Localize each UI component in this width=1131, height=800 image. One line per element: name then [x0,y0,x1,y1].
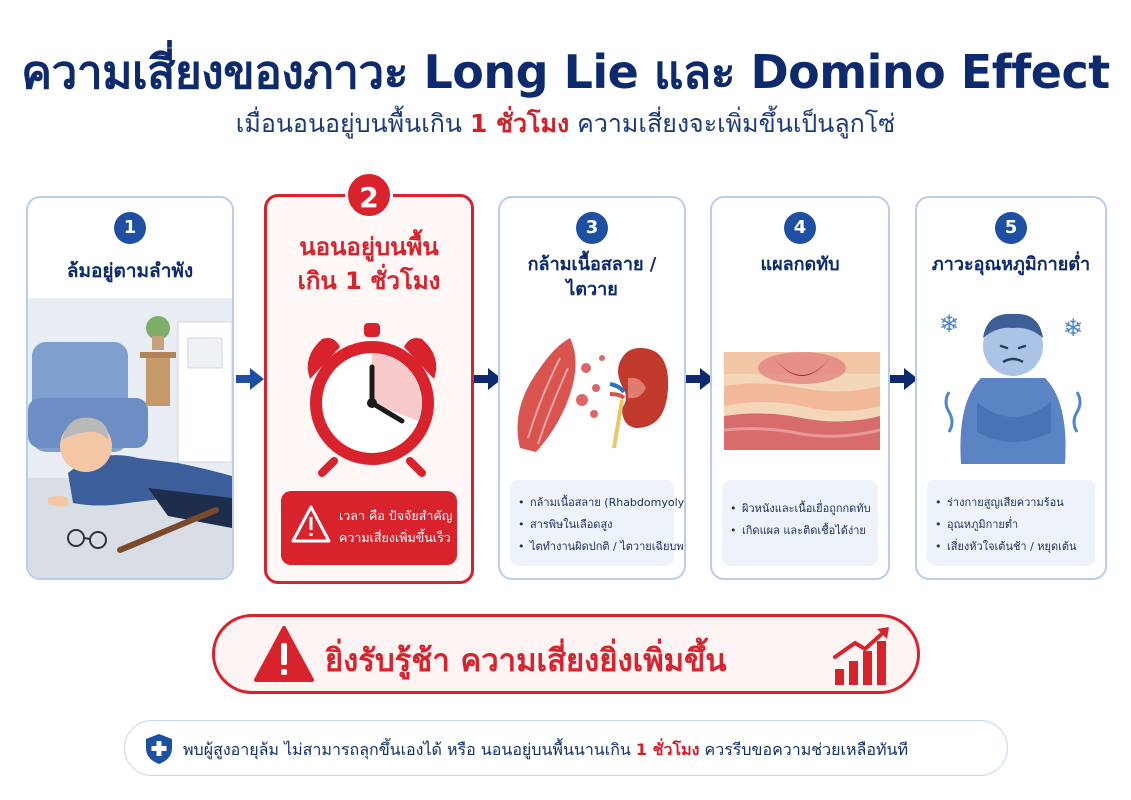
risk-banner-text: ยิ่งรับรู้ช้า ความเสี่ยงยิ่งเพิ่มขึ้น [325,643,727,679]
pressure-wound-skin-icon [724,352,880,450]
alarm-clock-icon [307,323,437,477]
rising-chart-arrow-icon [833,627,889,685]
step-number-2: 2 [345,171,393,219]
step-title-1: ล้มอยู่ตามลำพัง [66,260,194,282]
step-title-3-line2: ไตวาย [566,279,618,301]
step-title-2: นอนอยู่บนพื้น เกิน 1 ชั่วโมง [267,231,471,298]
step-number-3: 3 [576,212,608,244]
arrow-right-icon [686,368,714,390]
step-title-5: ภาวะอุณหภูมิกายต่ำ [931,254,1091,275]
step-card-1: 1 ล้มอยู่ตามลำพัง [26,196,234,580]
page-title: ความเสี่ยงของภาวะ Long Lie และ Domino Ef… [21,45,1110,99]
step-card-2: 2 นอนอยู่บนพื้น เกิน 1 ชั่วโมง เวลา คือ … [264,171,474,584]
step-title-3-line1: กล้ามเนื้อสลาย / [527,254,657,275]
list-item: สารพิษในเลือดสูง [518,514,666,536]
step-title-2-line2: เกิน 1 ชั่วโมง [297,266,441,295]
page-subtitle: เมื่อนอนอยู่บนพื้นเกิน 1 ชั่วโมง ความเสี… [0,104,1131,144]
step-card-3: 3 กล้ามเนื้อสลาย / ไตวาย กล้ามเนื้อสลาย … [498,196,686,580]
step-number-5: 5 [995,212,1027,244]
footer-pre: พบผู้สูงอายุล้ม ไม่สามารถลุกขึ้นเองได้ ห… [183,740,636,759]
step-3-bullet-list: กล้ามเนื้อสลาย (Rhabdomyolysis) สารพิษใน… [510,480,684,566]
step-number-4: 4 [784,212,816,244]
arrow-right-icon [236,368,264,390]
step-2-warning-line2: ความเสี่ยงเพิ่มขึ้นเร็ว [339,530,451,545]
muscle-and-kidney-icon [517,338,669,452]
warning-triangle-icon [254,626,314,682]
step-title-2-line1: นอนอยู่บนพื้น [299,233,439,261]
arrow-right-icon [474,368,502,390]
step-2-warning-line1: เวลา คือ ปัจจัยสำคัญ [339,508,453,523]
subtitle-highlight: 1 ชั่วโมง [469,109,570,138]
svg-text:❄: ❄ [1063,314,1083,342]
step-title-4: แผลกดทับ [760,254,840,275]
step-2-warning-box: เวลา คือ ปัจจัยสำคัญ ความเสี่ยงเพิ่มขึ้น… [281,491,457,565]
list-item: เสี่ยงหัวใจเต้นช้า / หยุดเต้น [935,536,1087,558]
step-2-warning-text: เวลา คือ ปัจจัยสำคัญ ความเสี่ยงเพิ่มขึ้น… [339,505,453,549]
list-item: กล้ามเนื้อสลาย (Rhabdomyolysis) [518,492,684,514]
step-number-1: 1 [114,212,146,244]
list-item: ร่างกายสูญเสียความร้อน [935,492,1087,514]
step-title-3: กล้ามเนื้อสลาย / ไตวาย [500,252,684,302]
step-4-bullet-list: ผิวหนังและเนื้อเยื่อถูกกดทับ เกิดแผล และ… [722,480,878,566]
step-card-4: 4 แผลกดทับ ผิวหนังและเนื้อเยื่อถูกกดทับ … [710,196,890,580]
step-card-5: 5 ภาวะอุณหภูมิกายต่ำ ❄ ❄ ร่างกายสูญเสียค… [915,196,1107,580]
list-item: ไตทำงานผิดปกติ / ไตวายเฉียบพลัน [518,536,684,558]
fallen-elderly-person-illustration [28,298,232,578]
help-footer: พบผู้สูงอายุล้ม ไม่สามารถลุกขึ้นเองได้ ห… [124,720,1008,776]
cold-shivering-person-icon: ❄ ❄ [939,310,1083,464]
list-item: อุณหภูมิกายต่ำ [935,514,1087,536]
step-5-bullet-list: ร่างกายสูญเสียความร้อน อุณหภูมิกายต่ำ เส… [927,480,1095,566]
medical-shield-icon [146,734,172,764]
subtitle-post: ความเสี่ยงจะเพิ่มขึ้นเป็นลูกโซ่ [569,109,896,138]
footer-post: ควรรีบขอความช่วยเหลือทันที [699,740,908,759]
svg-text:❄: ❄ [939,310,959,338]
footer-highlight: 1 ชั่วโมง [635,740,700,759]
list-item: เกิดแผล และติดเชื้อได้ง่าย [730,520,870,542]
list-item: ผิวหนังและเนื้อเยื่อถูกกดทับ [730,498,871,520]
warning-triangle-icon [291,505,331,543]
risk-banner: ยิ่งรับรู้ช้า ความเสี่ยงยิ่งเพิ่มขึ้น [212,614,920,694]
arrow-right-icon [890,368,918,390]
subtitle-pre: เมื่อนอนอยู่บนพื้นเกิน [235,109,470,138]
help-footer-text: พบผู้สูงอายุล้ม ไม่สามารถลุกขึ้นเองได้ ห… [183,738,908,763]
